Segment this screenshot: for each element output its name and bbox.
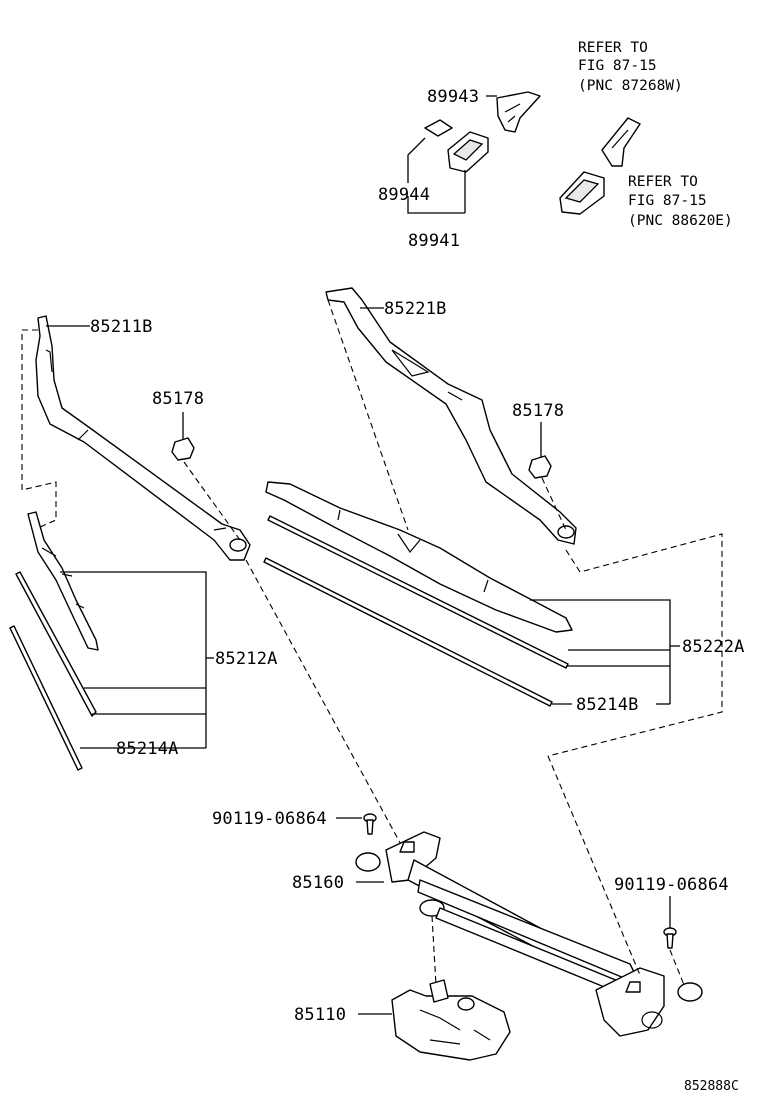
label-90119-left: 90119-06864	[212, 809, 327, 829]
clip-89943-drawing	[496, 91, 541, 133]
diagram-code: 852888C	[684, 1079, 739, 1094]
label-85110: 85110	[294, 1005, 346, 1025]
bolt-left-drawing	[363, 813, 377, 835]
bolt-right-drawing	[663, 927, 677, 949]
label-90119-right: 90119-06864	[614, 875, 729, 895]
label-85214B: 85214B	[576, 695, 639, 715]
wiper-blade-left-drawing	[9, 511, 99, 771]
label-85221B: 85221B	[384, 299, 447, 319]
ref2-line2: FIG 87-15	[628, 193, 707, 209]
ref1-line2: FIG 87-15	[578, 58, 657, 74]
ref1-line3: (PNC 87268W)	[578, 78, 683, 94]
label-89944: 89944	[378, 185, 430, 205]
ref-cap-drawing	[559, 171, 605, 215]
label-85212A: 85212A	[215, 649, 278, 669]
cap-89941-drawing	[447, 131, 489, 173]
label-85214A: 85214A	[116, 739, 179, 759]
nut-right-drawing	[528, 455, 552, 479]
label-85211B: 85211B	[90, 317, 153, 337]
wiper-motor-drawing	[391, 979, 511, 1061]
wiper-link-drawing	[355, 831, 703, 1037]
label-89941: 89941	[408, 231, 460, 251]
ref2-line3: (PNC 88620E)	[628, 213, 733, 229]
label-85222A: 85222A	[682, 637, 745, 657]
ref2-line1: REFER TO	[628, 174, 698, 190]
nut-left-drawing	[171, 437, 195, 461]
ref1-line1: REFER TO	[578, 40, 648, 56]
wiper-arm-right-drawing	[325, 287, 577, 545]
label-85178-left: 85178	[152, 389, 204, 409]
label-85178-right: 85178	[512, 401, 564, 421]
label-89943: 89943	[427, 87, 479, 107]
label-85160: 85160	[292, 873, 344, 893]
ref-clip-drawing	[601, 117, 641, 167]
pad-89944-drawing	[424, 119, 453, 137]
wiper-arm-left-drawing	[35, 315, 251, 561]
wiper-blade-right-drawing	[263, 481, 573, 707]
